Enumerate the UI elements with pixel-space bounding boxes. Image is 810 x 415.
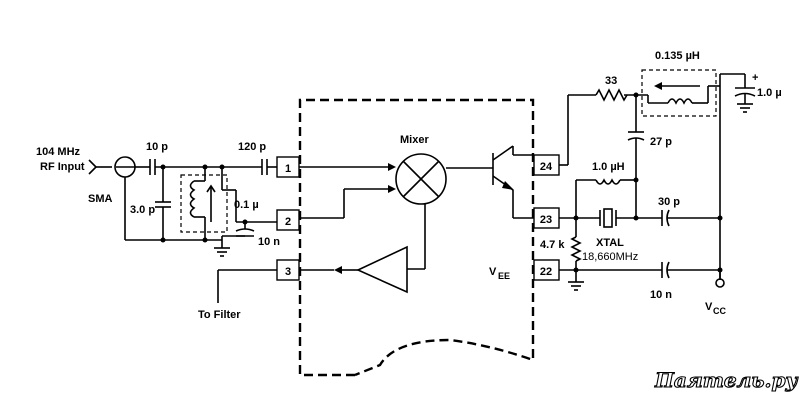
oscillator-section [559, 69, 756, 291]
right-pins: 24 23 22 [533, 154, 560, 281]
label-c-27p: 27 p [650, 136, 672, 148]
svg-text:2: 2 [285, 216, 291, 228]
svg-text:23: 23 [540, 214, 552, 226]
rf-input-section [88, 156, 277, 303]
pin-2 [276, 209, 300, 231]
mixer-icon [395, 153, 447, 205]
label-vcc: V [705, 301, 713, 313]
coil-shield [641, 69, 717, 117]
label-to-filter: To Filter [198, 309, 241, 321]
resistor-33-icon [595, 88, 628, 102]
watermark-logo: Паяmель.ру [654, 368, 798, 392]
svg-text:1: 1 [285, 163, 291, 175]
label-rf-input: RF Input [40, 161, 85, 173]
label-r-4-7k: 4.7 k [540, 239, 565, 251]
label-vee-sub: EE [498, 271, 510, 281]
label-plus: + [752, 72, 758, 84]
ic-internals [299, 145, 534, 294]
label-l-0-135u: 0.135 µH [655, 50, 700, 62]
left-pins: 1 2 3 [276, 156, 300, 281]
vcc-terminal-icon [715, 278, 725, 288]
label-c-30p: 30 p [658, 196, 680, 208]
label-xtal-freq: 18,660MHz [582, 251, 638, 263]
svg-text:3: 3 [285, 266, 291, 278]
label-vee: V [489, 266, 497, 278]
labels: 104 MHz RF Input SMA 10 p 3.0 p 120 p 0.… [36, 50, 782, 321]
label-vcc-sub: CC [713, 306, 726, 316]
label-sma: SMA [88, 193, 113, 205]
label-l-1-0u: 1.0 µH [592, 161, 625, 173]
resistor-4k7-icon [570, 236, 582, 262]
label-c-3p0: 3.0 p [130, 204, 155, 216]
tuned-coil-shield [180, 174, 228, 233]
label-mixer: Mixer [400, 134, 429, 146]
ic-outline [298, 98, 535, 377]
label-xtal: XTAL [596, 237, 624, 249]
svg-text:22: 22 [540, 266, 552, 278]
label-c-0-1u: 0.1 µ [234, 199, 259, 211]
svg-text:24: 24 [540, 161, 553, 173]
label-c-10n-right: 10 n [650, 289, 672, 301]
label-c-10p: 10 p [146, 141, 168, 153]
label-rf-freq: 104 MHz [36, 146, 81, 158]
label-c-10n-left: 10 n [258, 236, 280, 248]
amplifier-icon [356, 245, 408, 294]
label-r-33: 33 [605, 75, 617, 87]
label-c-120p: 120 p [238, 141, 266, 153]
label-c-1-0u: 1.0 µ [757, 87, 782, 99]
